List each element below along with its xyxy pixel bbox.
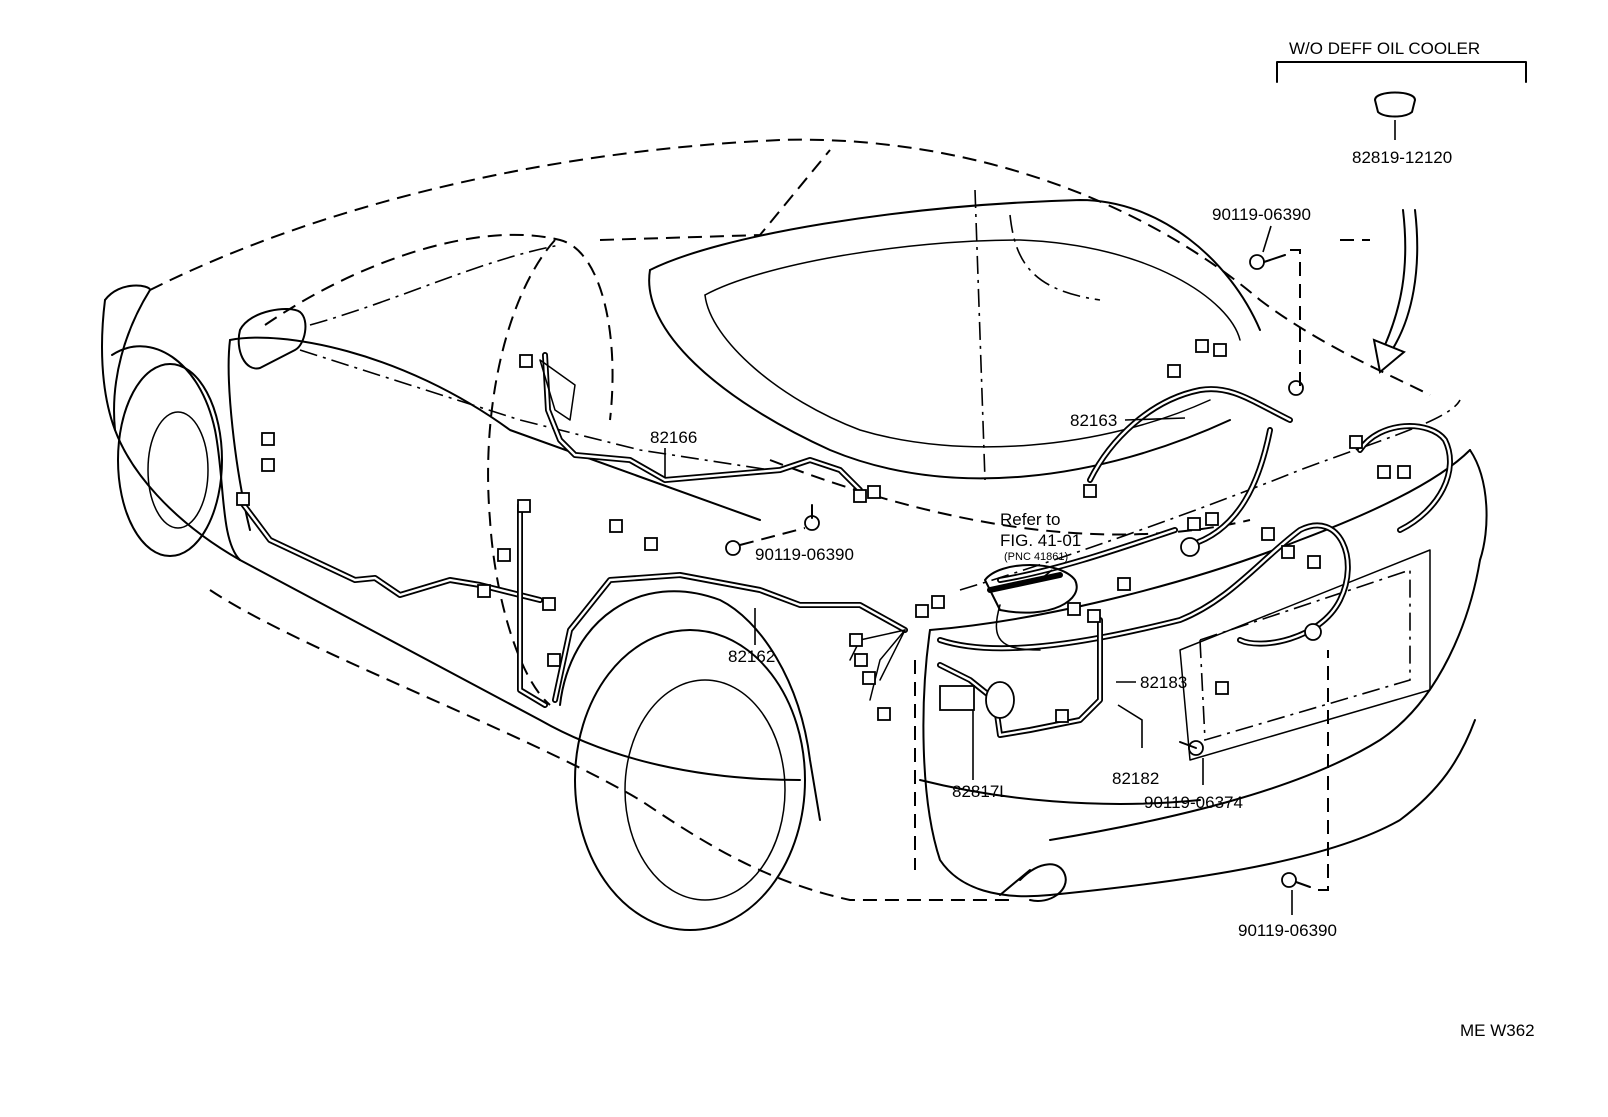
connectors: [236, 339, 1411, 723]
label-82166: 82166: [650, 428, 697, 447]
refer-text-line1: Refer to: [1000, 510, 1060, 529]
label-82183: 82183: [1140, 673, 1187, 692]
callout-labels: W/O DEFF OIL COOLER 82819-12120 90119-06…: [650, 39, 1535, 1040]
refer-text-line3: (PNC 41861): [1004, 551, 1068, 563]
label-82182: 82182: [1112, 769, 1159, 788]
label-82162: 82162: [728, 647, 775, 666]
car-body: [101, 138, 1488, 931]
fasteners: [739, 91, 1416, 891]
label-bolt-top: 90119-06390: [1212, 205, 1311, 224]
header-note: W/O DEFF OIL COOLER: [1289, 39, 1480, 58]
direction-arrow: [1372, 209, 1419, 374]
wire-harnesses: [237, 352, 1453, 738]
leader-lines: [664, 120, 1396, 915]
label-82819-12120: 82819-12120: [1352, 148, 1452, 167]
label-bolt-bottom: 90119-06390: [1238, 921, 1337, 940]
figure-code: ME W362: [1460, 1021, 1535, 1040]
label-82817L: 82817L: [952, 782, 1009, 801]
label-bolt-06374: 90119-06374: [1144, 793, 1243, 812]
header-bracket: [1276, 61, 1527, 83]
label-82163: 82163: [1070, 411, 1117, 430]
refer-text-line2: FIG. 41-01: [1000, 531, 1081, 550]
label-bolt-mid: 90119-06390: [755, 545, 854, 564]
